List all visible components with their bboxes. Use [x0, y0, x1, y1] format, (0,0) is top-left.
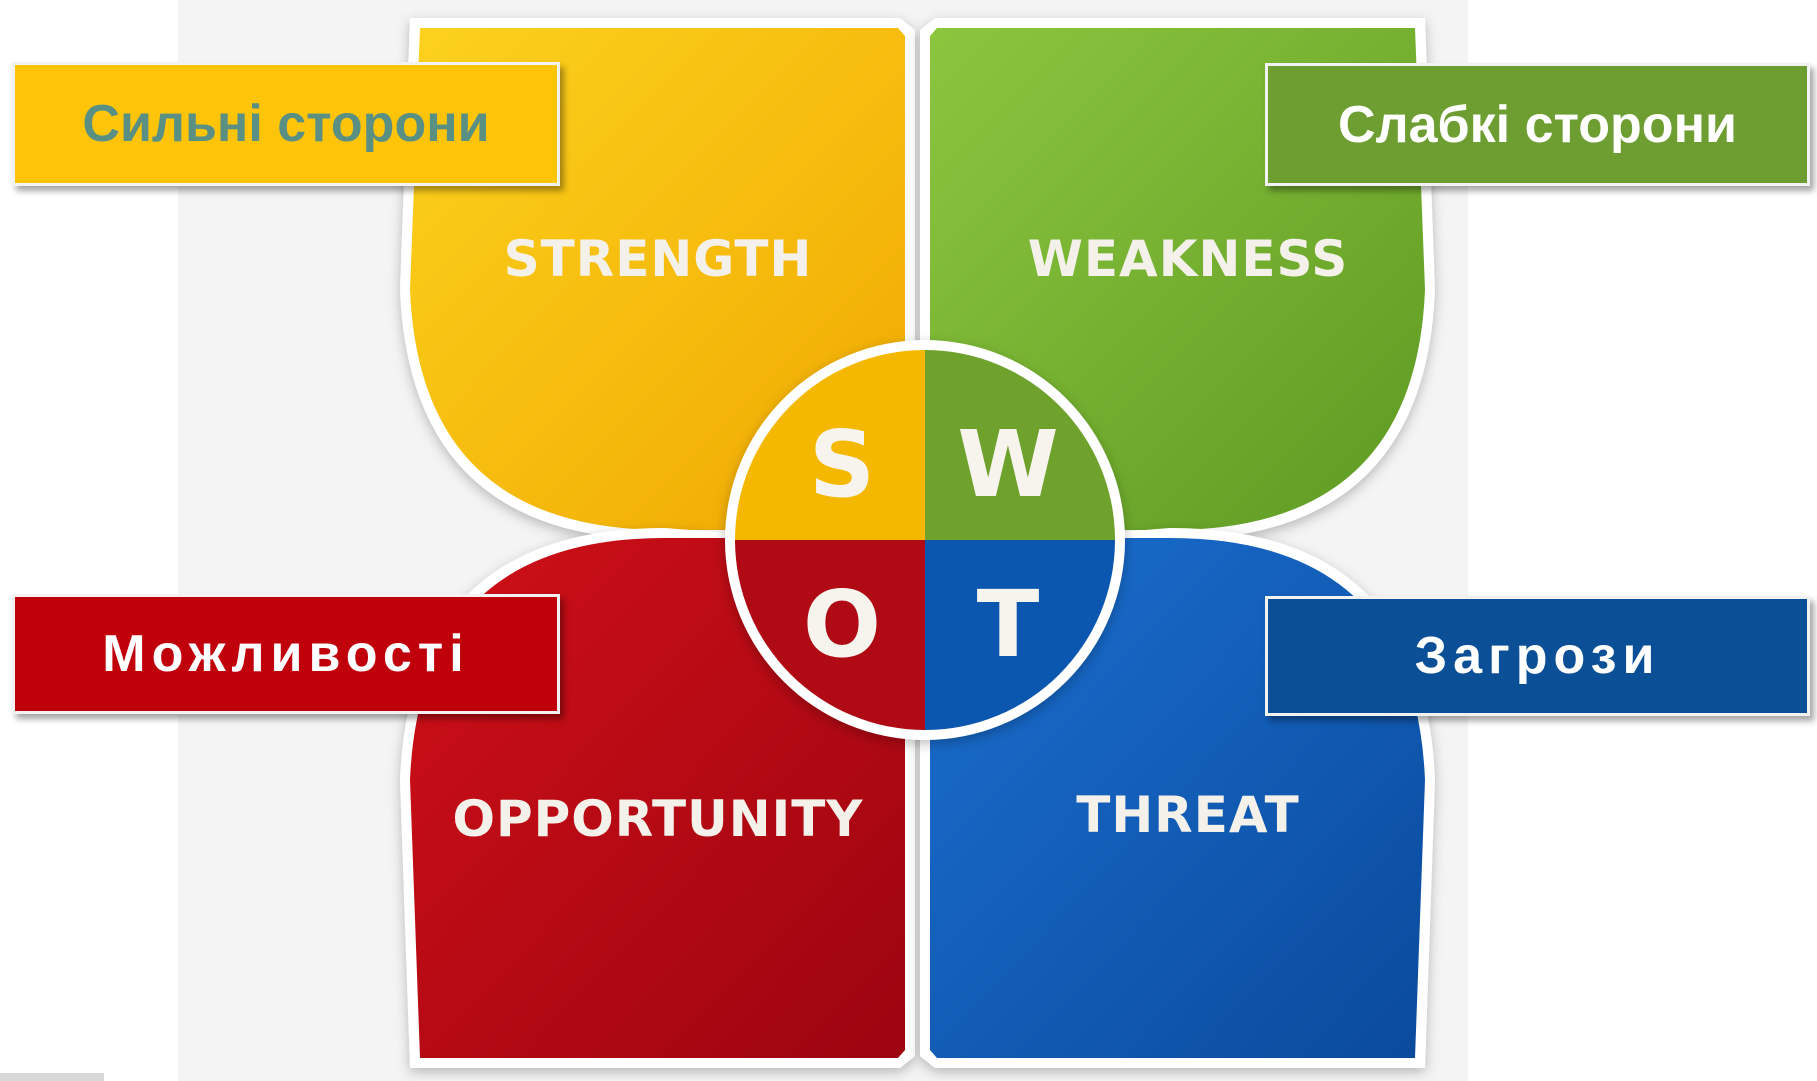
- petal-label-opportunity: OPPORTUNITY: [452, 790, 863, 848]
- tag-opportunities: Можливості: [12, 594, 560, 714]
- tag-weaknesses: Слабкі сторони: [1265, 63, 1810, 186]
- petal-label-strength: STRENGTH: [504, 230, 813, 288]
- quadrant-o: [735, 540, 925, 730]
- quadrant-w: [925, 350, 1115, 540]
- tag-strengths: Сильні сторони: [12, 62, 560, 186]
- letter-o: O: [803, 571, 881, 678]
- quadrant-s: [735, 350, 925, 540]
- letter-s: S: [809, 411, 875, 518]
- quadrant-t: [925, 540, 1115, 730]
- tag-threats: Загрози: [1265, 596, 1810, 716]
- petal-label-weakness: WEAKNESS: [1028, 230, 1349, 288]
- letter-w: W: [957, 411, 1058, 518]
- petal-label-threat: THREAT: [1076, 786, 1300, 844]
- letter-t: T: [977, 571, 1040, 678]
- corner-strip: [0, 1073, 104, 1081]
